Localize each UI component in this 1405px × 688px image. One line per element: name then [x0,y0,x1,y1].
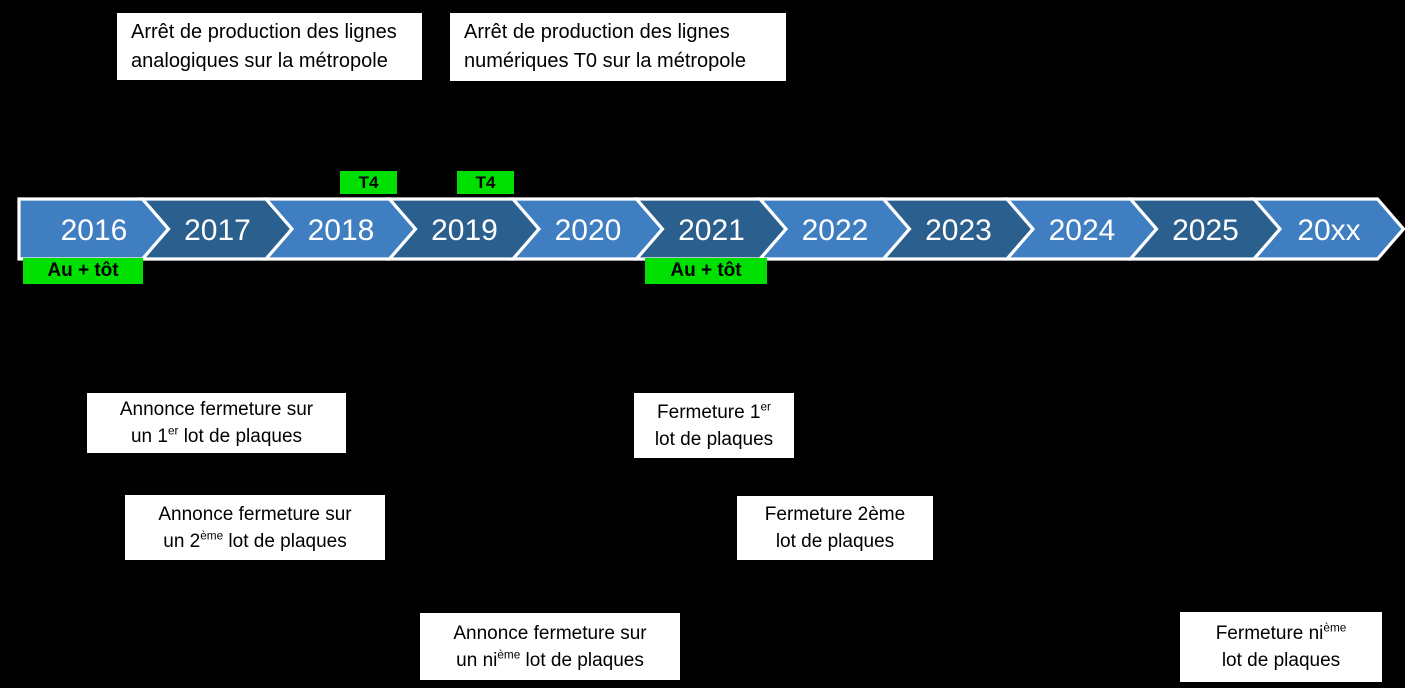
callout-text: un 1 [130,426,168,447]
callout-line: lot de plaques [775,531,895,552]
marker-au-plus-tot-2016: Au + tôt [23,258,143,284]
year-label: 2025 [1172,214,1239,247]
callout-line: Fermeture nième [1180,620,1382,647]
marker-label: Au + tôt [47,260,119,281]
callout-fermeture-nieme: Fermeture nième lot de plaques [1180,612,1382,682]
year-label: 2021 [678,214,745,247]
callout-line: lot de plaques [654,428,774,450]
callout-line: Arrêt de production des lignes [131,20,397,43]
year-label: 2023 [925,214,992,247]
callout-fermeture-2eme: Fermeture 2ème lot de plaques [737,496,933,560]
year-label: 2024 [1049,214,1116,247]
callout-line: Fermeture 2ème [764,504,906,525]
callout-text: lot de plaques [223,530,347,552]
callout-text: Fermeture 1 [657,401,761,423]
year-label: 2017 [184,214,251,247]
year-label: 2019 [431,214,498,247]
year-label: 2022 [802,214,869,247]
marker-label: T4 [475,172,496,192]
callout-line: Annonce fermeture sur [119,399,314,420]
callout-annonce-fermeture-nieme: Annonce fermeture sur un nième lot de pl… [420,613,680,680]
callout-text: lot de plaques [520,649,644,671]
marker-au-plus-tot-2021: Au + tôt [645,258,767,284]
callout-line: Annonce fermeture sur [158,503,352,525]
ordinal-superscript: er [760,400,771,414]
callout-line: Annonce fermeture sur [453,622,647,644]
callout-arret-numeriques: Arrêt de production des lignes numérique… [450,13,786,81]
callout-line: Fermeture 1er [634,399,794,426]
year-label: 20xx [1297,214,1360,247]
year-label: 2018 [308,214,375,247]
callout-line: Arrêt de production des lignes [464,21,730,43]
callout-fermeture-1er: Fermeture 1er lot de plaques [634,393,794,458]
callout-line: lot de plaques [1221,650,1341,671]
callout-line: un 1er lot de plaques [87,423,346,450]
ordinal-superscript: ème [497,648,521,662]
ordinal-superscript: ème [1323,621,1347,635]
callout-line: numériques T0 sur la métropole [464,50,746,72]
chevron-segment-11 [1250,197,1405,261]
callout-text: lot de plaques [178,426,303,447]
marker-label: Au + tôt [670,260,742,281]
callout-text: un ni [456,649,498,671]
callout-annonce-fermeture-1er: Annonce fermeture sur un 1er lot de plaq… [87,393,346,453]
ordinal-superscript: er [167,424,179,438]
marker-t4-2019: T4 [457,171,514,194]
ordinal-superscript: ème [200,529,224,543]
callout-line: analogiques sur la métropole [131,49,388,72]
callout-annonce-fermeture-2eme: Annonce fermeture sur un 2ème lot de pla… [125,495,385,560]
callout-arret-analogiques: Arrêt de production des lignes analogiqu… [117,13,422,80]
marker-label: T4 [358,172,379,192]
marker-t4-2018: T4 [340,171,397,194]
callout-text: Fermeture ni [1215,623,1324,644]
callout-line: un nième lot de plaques [420,647,680,674]
timeline: 2016 2017 2018 2019 2020 2021 2022 2023 … [17,197,1405,261]
year-label: 2020 [555,214,622,247]
callout-line: un 2ème lot de plaques [125,528,385,555]
callout-text: un 2 [163,530,201,552]
year-label: 2016 [61,214,128,247]
